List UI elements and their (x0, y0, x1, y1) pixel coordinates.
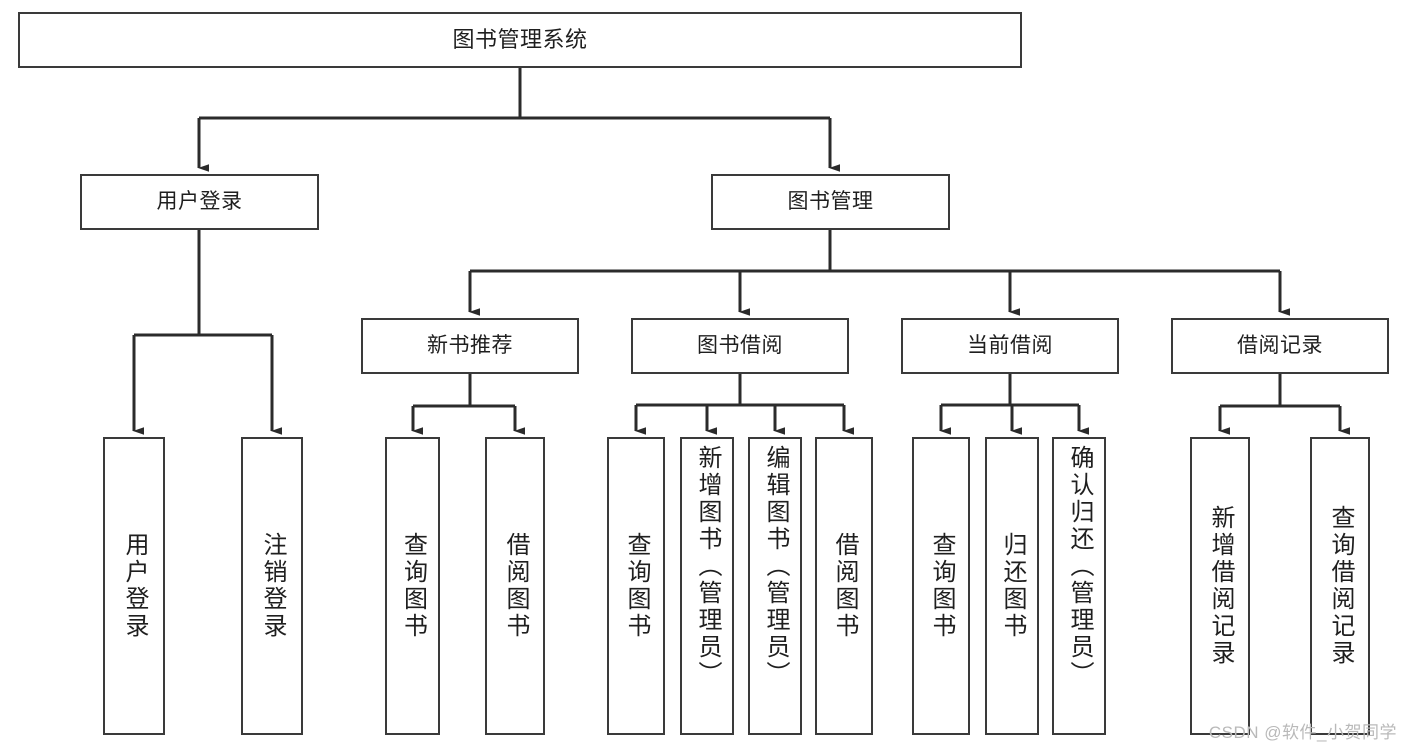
node-leaf-return-book[interactable]: 归还图书 (985, 437, 1039, 735)
node-leaf-query-book-2-label: 查询图书 (623, 532, 650, 640)
node-user-login[interactable]: 用户登录 (80, 174, 319, 230)
node-leaf-query-book-2[interactable]: 查询图书 (607, 437, 665, 735)
node-leaf-query-book-1[interactable]: 查询图书 (385, 437, 440, 735)
node-book-manage[interactable]: 图书管理 (711, 174, 950, 230)
node-user-login-label: 用户登录 (156, 189, 243, 213)
node-leaf-query-record[interactable]: 查询借阅记录 (1310, 437, 1370, 735)
node-root-label: 图书管理系统 (452, 27, 588, 53)
node-leaf-edit-book-label: 编辑图书（管理员） (762, 445, 789, 688)
node-leaf-add-book[interactable]: 新增图书（管理员） (680, 437, 734, 735)
node-leaf-query-record-label: 查询借阅记录 (1327, 505, 1354, 667)
node-leaf-return-book-label: 归还图书 (999, 532, 1026, 640)
node-book-borrow-label: 图书借阅 (697, 333, 783, 357)
node-new-book-recommend[interactable]: 新书推荐 (361, 318, 579, 374)
node-current-borrow-label: 当前借阅 (967, 333, 1053, 357)
node-borrow-record[interactable]: 借阅记录 (1171, 318, 1389, 374)
node-leaf-borrow-book-2[interactable]: 借阅图书 (815, 437, 873, 735)
node-book-manage-label: 图书管理 (787, 189, 874, 213)
node-leaf-edit-book[interactable]: 编辑图书（管理员） (748, 437, 802, 735)
node-leaf-add-record[interactable]: 新增借阅记录 (1190, 437, 1250, 735)
node-leaf-borrow-book-2-label: 借阅图书 (831, 532, 858, 640)
node-leaf-user-login-label: 用户登录 (121, 532, 148, 640)
node-leaf-confirm-return[interactable]: 确认归还（管理员） (1052, 437, 1106, 735)
node-leaf-user-login[interactable]: 用户登录 (103, 437, 165, 735)
node-leaf-confirm-return-label: 确认归还（管理员） (1066, 445, 1093, 688)
node-leaf-add-record-label: 新增借阅记录 (1207, 505, 1234, 667)
node-current-borrow[interactable]: 当前借阅 (901, 318, 1119, 374)
node-leaf-borrow-book-1[interactable]: 借阅图书 (485, 437, 545, 735)
node-leaf-add-book-label: 新增图书（管理员） (694, 445, 721, 688)
node-leaf-query-book-1-label: 查询图书 (399, 532, 427, 640)
node-root[interactable]: 图书管理系统 (18, 12, 1022, 68)
node-leaf-query-book-3[interactable]: 查询图书 (912, 437, 970, 735)
node-leaf-logout[interactable]: 注销登录 (241, 437, 303, 735)
node-leaf-borrow-book-1-label: 借阅图书 (502, 532, 529, 640)
watermark-text: CSDN @软件_小贺同学 (1208, 723, 1397, 742)
node-book-borrow[interactable]: 图书借阅 (631, 318, 849, 374)
node-new-book-recommend-label: 新书推荐 (427, 333, 513, 357)
node-leaf-query-book-3-label: 查询图书 (928, 532, 955, 640)
node-leaf-logout-label: 注销登录 (259, 532, 286, 640)
node-borrow-record-label: 借阅记录 (1237, 333, 1323, 357)
